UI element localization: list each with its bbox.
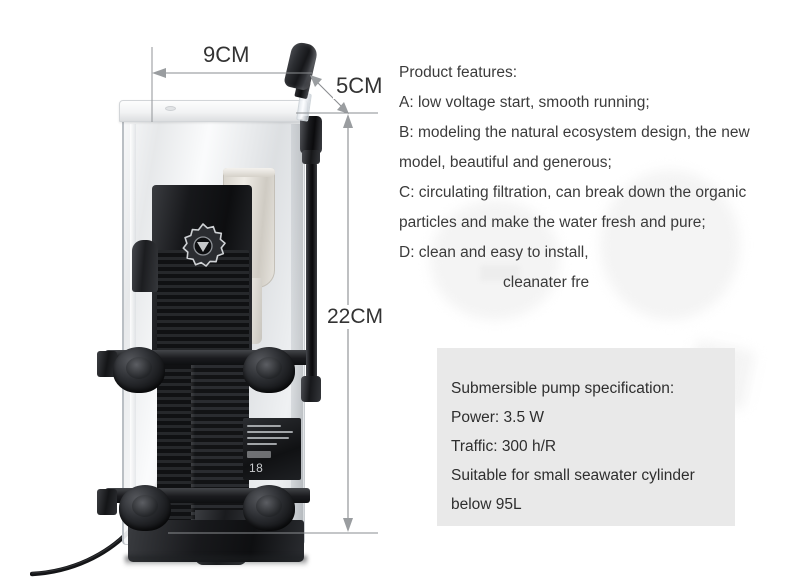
spec-traffic: Traffic: 300 h/R (451, 438, 557, 455)
riser-coupler (300, 116, 322, 154)
tank-right-edge-shadow (291, 124, 303, 544)
spec-capacity: below 95L (451, 496, 522, 513)
feature-line-b-cont: model, beautiful and generous; (399, 154, 612, 171)
feature-line-c-cont: particles and make the water fresh and p… (399, 214, 706, 231)
riser-coupler-lower (302, 150, 320, 164)
riser-pipe (306, 162, 317, 387)
tank-left-edge-highlight (130, 124, 136, 539)
feature-line-b: B: modeling the natural ecosystem design… (399, 124, 750, 141)
product-photo-protein-skimmer: 18 (30, 40, 355, 577)
features-heading: Product features: (399, 64, 518, 81)
background-watermark (480, 265, 520, 281)
product-features-block: Product features: A: low voltage start, … (399, 58, 799, 298)
product-label-sticker: 18 (243, 418, 301, 480)
suction-cup (243, 347, 295, 393)
lid-vent-hole (165, 106, 176, 111)
suction-cup (113, 347, 165, 393)
riser-pipe-foot (301, 376, 321, 402)
spec-suitable: Suitable for small seawater cylinder (451, 467, 695, 484)
spec-power: Power: 3.5 W (451, 409, 545, 426)
air-adjust-gear-knob (180, 223, 226, 269)
suction-cup (119, 485, 171, 531)
collection-cup-rim (223, 168, 275, 177)
hanger-clip (97, 351, 117, 377)
hanger-clip (97, 489, 117, 515)
background-watermark (600, 170, 740, 320)
air-valve-cap (283, 40, 319, 92)
feature-trailing-line: cleanater fre (503, 274, 590, 291)
pump-specification-box: Submersible pump specification: Power: 3… (437, 348, 735, 526)
feature-line-d: D: clean and easy to install, (399, 244, 589, 261)
product-label-model: 18 (249, 461, 264, 475)
background-watermark (430, 200, 560, 320)
feature-line-a: A: low voltage start, smooth running; (399, 94, 650, 111)
feature-line-c: C: circulating filtration, can break dow… (399, 184, 747, 201)
base-shadow (125, 556, 307, 566)
spec-heading: Submersible pump specification: (451, 380, 675, 397)
dimension-label-depth: 5CM (333, 73, 386, 99)
impeller-cylinder (132, 240, 158, 292)
tank-lid (119, 100, 308, 122)
suction-cup (243, 485, 295, 531)
dimension-label-width: 9CM (200, 42, 253, 68)
dimension-label-height: 22CM (324, 305, 387, 329)
